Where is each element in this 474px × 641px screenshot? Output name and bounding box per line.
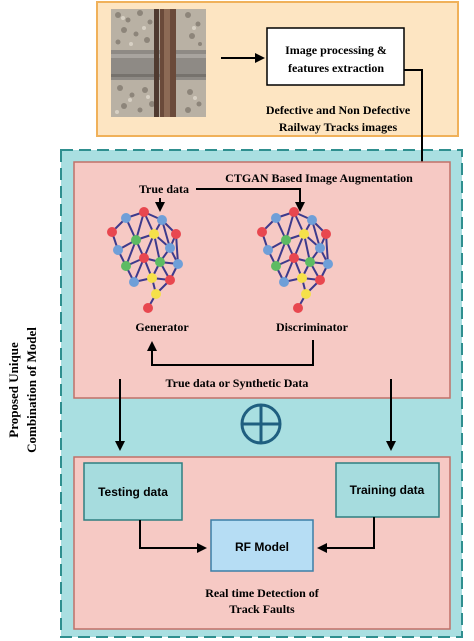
photo-caption-line2: Railway Tracks images bbox=[279, 120, 398, 134]
true-data-label: True data bbox=[139, 182, 189, 196]
generator-network-node bbox=[139, 207, 149, 217]
generator-network-node bbox=[165, 275, 175, 285]
generator-network-edge bbox=[175, 233, 179, 265]
discriminator-network-node bbox=[315, 243, 325, 253]
generator-network-node bbox=[165, 243, 175, 253]
discriminator-network-node bbox=[257, 227, 267, 237]
discriminator-network-node bbox=[305, 257, 315, 267]
augmentation-output-label: True data or Synthetic Data bbox=[166, 376, 309, 390]
testing-data-label: Testing data bbox=[98, 485, 168, 499]
generator-network-node bbox=[121, 261, 131, 271]
augmentation-title: CTGAN Based Image Augmentation bbox=[225, 171, 413, 185]
generator-network-node bbox=[151, 289, 161, 299]
discriminator-network-node bbox=[301, 289, 311, 299]
generator-network-node bbox=[143, 303, 153, 313]
discriminator-network-node bbox=[271, 261, 281, 271]
generator-network-node bbox=[139, 253, 149, 263]
generator-network-node bbox=[173, 259, 183, 269]
rf-model-box bbox=[210, 519, 314, 572]
generator-network-node bbox=[157, 215, 167, 225]
discriminator-network-node bbox=[289, 253, 299, 263]
discriminator-network-edge bbox=[325, 233, 329, 265]
generator-network-node bbox=[147, 273, 157, 283]
processing-box-line1: Image processing & bbox=[285, 43, 387, 57]
training-data-box bbox=[335, 462, 440, 518]
discriminator-network-node bbox=[263, 245, 273, 255]
discriminator-network-node bbox=[271, 213, 281, 223]
discriminator-network-node bbox=[299, 229, 309, 239]
discriminator-network-node bbox=[297, 273, 307, 283]
training-data-label: Training data bbox=[350, 483, 425, 497]
discriminator-network-node bbox=[307, 215, 317, 225]
generator-network-node bbox=[131, 235, 141, 245]
combination-symbol-icon bbox=[240, 403, 282, 445]
discriminator-to-generator-arrow bbox=[147, 340, 314, 366]
testing-to-model-arrow bbox=[139, 520, 207, 553]
discriminator-label: Discriminator bbox=[276, 320, 349, 334]
side-label-line1: Proposed Unique bbox=[6, 342, 21, 438]
detection-caption-line2: Track Faults bbox=[229, 602, 295, 616]
generator-network-node bbox=[171, 229, 181, 239]
generator-label: Generator bbox=[135, 320, 189, 334]
photo-caption-line1: Defective and Non Defective bbox=[266, 103, 411, 117]
processing-box-line2: features extraction bbox=[288, 61, 384, 75]
discriminator-network-node bbox=[315, 275, 325, 285]
railway-track-photo bbox=[111, 9, 206, 117]
generator-network-node bbox=[149, 229, 159, 239]
discriminator-network-node bbox=[289, 207, 299, 217]
true-data-arrow bbox=[196, 188, 305, 212]
testing-data-box bbox=[83, 462, 183, 521]
generator-network-node bbox=[155, 257, 165, 267]
generator-network-icon bbox=[107, 207, 183, 313]
generator-network-node bbox=[107, 227, 117, 237]
discriminator-network-node bbox=[293, 303, 303, 313]
rf-model-label: RF Model bbox=[235, 540, 289, 554]
detection-caption-line1: Real time Detection of bbox=[205, 586, 320, 600]
side-label-line2: Combination of Model bbox=[24, 327, 39, 453]
discriminator-network-node bbox=[321, 229, 331, 239]
discriminator-network-icon bbox=[257, 207, 333, 313]
discriminator-network-node bbox=[279, 277, 289, 287]
processing-box bbox=[266, 27, 405, 86]
training-to-model-arrow bbox=[317, 517, 375, 553]
discriminator-network-node bbox=[323, 259, 333, 269]
discriminator-network-node bbox=[281, 235, 291, 245]
generator-network-node bbox=[113, 245, 123, 255]
generator-network-node bbox=[129, 277, 139, 287]
generator-network-node bbox=[121, 213, 131, 223]
